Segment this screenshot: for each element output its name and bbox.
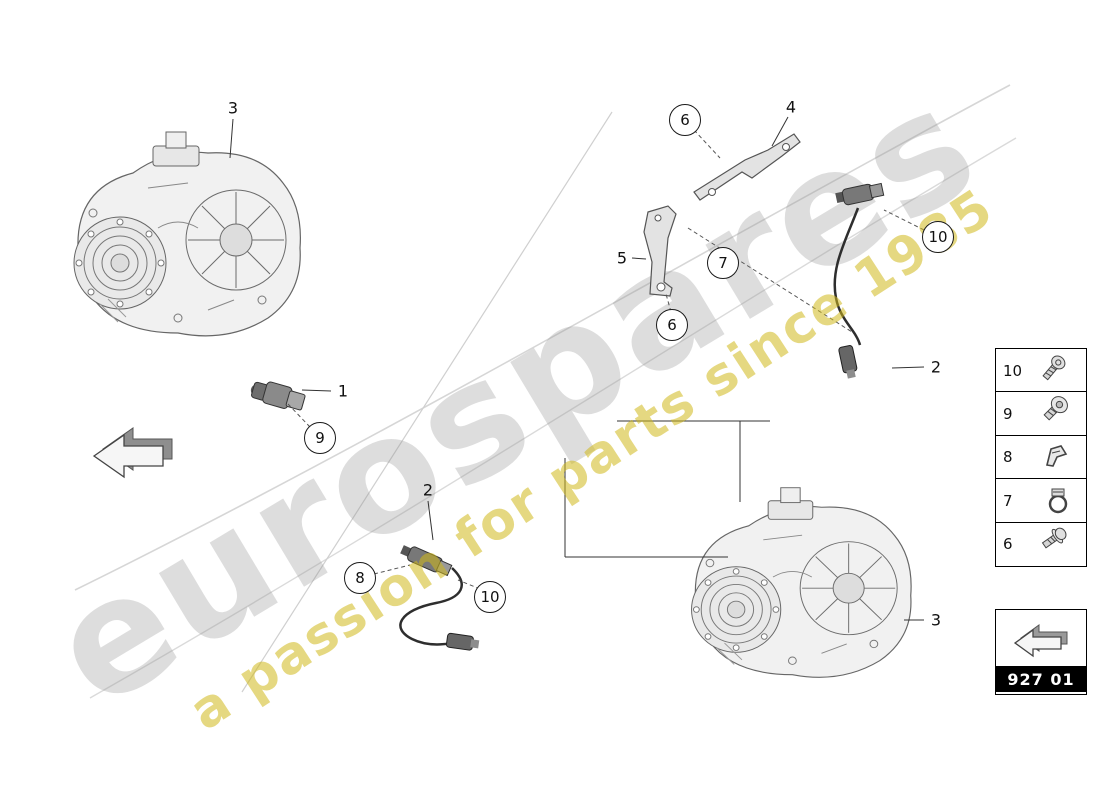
gearbox-illustration-top: [73, 131, 301, 337]
fastener-callout-7[interactable]: 7: [707, 247, 739, 279]
part-label-3-bottom[interactable]: 3: [930, 610, 942, 630]
legend-item-10[interactable]: 10: [995, 348, 1087, 393]
legend-ref-10: 10: [1003, 361, 1023, 380]
legend-ref-7: 7: [1003, 491, 1013, 510]
part-label-5[interactable]: 5: [616, 248, 628, 268]
legend-item-8[interactable]: 8: [995, 434, 1087, 480]
mount-pointer-lines: [564, 420, 770, 558]
torx-screw-icon: [1043, 395, 1068, 421]
diagram-code: 927 01: [996, 666, 1086, 692]
socket-head-screw-icon: [1042, 355, 1066, 380]
speed-sensor-item1: [250, 381, 306, 411]
fastener-callout-10-rear[interactable]: 10: [922, 221, 954, 253]
direction-arrow-icon: [1013, 624, 1068, 658]
fastener-callout-6-upper[interactable]: 6: [669, 104, 701, 136]
fastener-callout-6-lower[interactable]: 6: [656, 309, 688, 341]
diagram-reference-box: 927 01: [995, 609, 1087, 695]
part-label-1[interactable]: 1: [337, 381, 349, 401]
legend-ref-8: 8: [1003, 448, 1013, 467]
fastener-callout-10-front[interactable]: 10: [474, 581, 506, 613]
retaining-clip-icon: [1046, 445, 1068, 468]
view-direction-arrow: [92, 427, 173, 479]
leader-lines: [229, 116, 925, 621]
fastener-callout-8[interactable]: 8: [344, 562, 376, 594]
temperature-sender-front: [399, 545, 480, 651]
hex-screw-icon: [1041, 527, 1067, 549]
legend-ref-6: 6: [1003, 535, 1013, 554]
legend-item-6[interactable]: 6: [995, 521, 1087, 567]
fastener-legend: 10 9: [995, 348, 1087, 567]
cable-clamp-icon: [1048, 488, 1068, 513]
fastener-callout-9[interactable]: 9: [304, 422, 336, 454]
bracket-item5: [643, 205, 677, 297]
bracket-item4: [693, 133, 801, 201]
part-label-3-top[interactable]: 3: [227, 98, 239, 118]
legend-ref-9: 9: [1003, 404, 1013, 423]
legend-item-9[interactable]: 9: [995, 391, 1087, 437]
part-label-2-rear[interactable]: 2: [930, 357, 942, 377]
temperature-sender-rear: [833, 182, 885, 379]
part-label-4[interactable]: 4: [785, 97, 797, 117]
legend-item-7[interactable]: 7: [995, 478, 1087, 524]
part-label-2-front[interactable]: 2: [422, 480, 434, 500]
gearbox-illustration-bottom: [690, 487, 912, 678]
